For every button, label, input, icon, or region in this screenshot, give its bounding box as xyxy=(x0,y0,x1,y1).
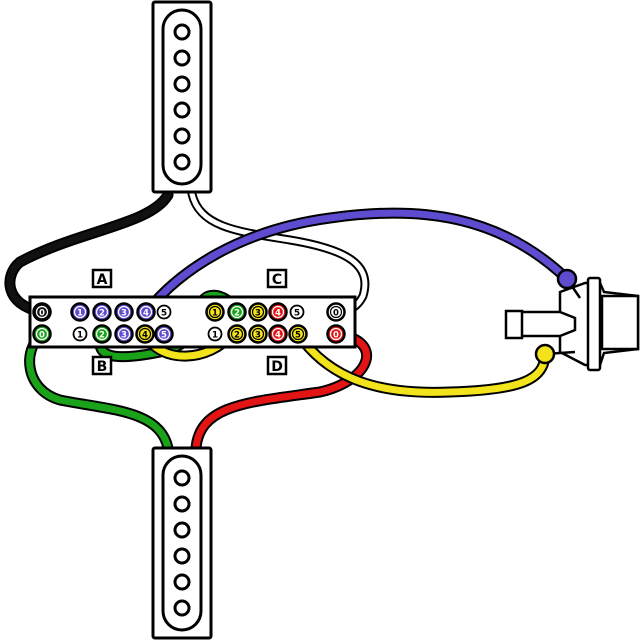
jack-tip-blade xyxy=(518,310,577,338)
lug-c5-number: 5 xyxy=(294,309,300,319)
lug-c1: 1 xyxy=(205,302,225,322)
neck-pickup-pole-2 xyxy=(173,49,191,67)
lug-b2: 2 xyxy=(92,324,112,344)
lug-right-top-number: 0 xyxy=(333,309,339,319)
selector-switch: A B C D 0 0 0 0 1 2 3 4 5 1 2 3 4 5 1 2 3 4 5 1 2 3 4 5 xyxy=(28,268,357,376)
lug-d4-number: 4 xyxy=(275,331,281,341)
bridge-pickup xyxy=(151,446,213,640)
wire-black-neck-ground xyxy=(4,189,174,318)
bridge-pickup-pole-1 xyxy=(173,469,191,487)
jack-tip-contact xyxy=(504,309,524,340)
section-label-b: B xyxy=(91,355,113,376)
lug-d4: 4 xyxy=(268,324,288,344)
lug-d5-number: 5 xyxy=(295,331,301,341)
lug-b3: 3 xyxy=(114,324,134,344)
lug-a1-number: 1 xyxy=(77,309,83,319)
lug-b2-number: 2 xyxy=(99,331,105,341)
lug-a2: 2 xyxy=(92,302,112,322)
neck-pickup-pole-5 xyxy=(173,127,191,145)
lug-b4: 4 xyxy=(135,324,155,344)
jack-tip-solder xyxy=(556,268,578,290)
lug-b4-number: 4 xyxy=(142,331,148,341)
section-label-d: D xyxy=(266,355,288,376)
neck-pickup-pole-3 xyxy=(173,75,191,93)
lug-a4: 4 xyxy=(136,302,156,322)
wire-red-bridge xyxy=(190,328,372,454)
lug-a3: 3 xyxy=(114,302,134,322)
neck-pickup-bobbin xyxy=(161,8,203,186)
lug-left-bottom-number: 0 xyxy=(39,331,45,341)
lug-right-bottom: 0 xyxy=(326,324,346,344)
lug-c4: 4 xyxy=(268,302,288,322)
neck-pickup xyxy=(151,0,213,194)
jack-sleeve-solder xyxy=(534,343,556,365)
lug-d5: 5 xyxy=(288,324,308,344)
lug-a2-number: 2 xyxy=(99,309,105,319)
bridge-pickup-pole-3 xyxy=(173,521,191,539)
bridge-pickup-pole-6 xyxy=(173,599,191,617)
lug-a1: 1 xyxy=(70,302,90,322)
lug-b1: 1 xyxy=(72,326,88,342)
output-jack xyxy=(504,268,640,372)
lug-b5: 5 xyxy=(154,324,174,344)
lug-right-top: 0 xyxy=(326,302,346,322)
lug-left-top: 0 xyxy=(32,302,52,322)
neck-pickup-poles xyxy=(173,23,191,171)
lug-a5-number: 5 xyxy=(161,309,167,319)
section-label-a-text: A xyxy=(97,272,108,288)
neck-pickup-pole-6 xyxy=(173,153,191,171)
switch-lugs: 0 0 0 0 1 2 3 4 5 1 2 3 4 5 1 2 3 4 5 1 2 3 4 5 xyxy=(32,302,346,344)
section-label-c-text: C xyxy=(272,272,282,288)
lug-left-top-number: 0 xyxy=(39,309,45,319)
lug-d1-number: 1 xyxy=(212,331,218,341)
lug-right-bottom-number: 0 xyxy=(333,331,339,341)
lug-c3: 3 xyxy=(248,302,268,322)
bridge-pickup-pole-4 xyxy=(173,547,191,565)
lug-a5: 5 xyxy=(156,304,172,320)
lug-b5-number: 5 xyxy=(161,331,167,341)
bridge-pickup-pole-2 xyxy=(173,495,191,513)
bridge-pickup-pole-5 xyxy=(173,573,191,591)
jack-nut xyxy=(586,276,602,372)
neck-pickup-pole-4 xyxy=(173,101,191,119)
lug-b1-number: 1 xyxy=(77,331,83,341)
lug-c2-number: 2 xyxy=(234,309,240,319)
section-label-c: C xyxy=(266,268,288,289)
lug-a3-number: 3 xyxy=(121,309,127,319)
lug-a4-number: 4 xyxy=(143,309,149,319)
lug-c3-number: 3 xyxy=(255,309,261,319)
section-label-b-text: B xyxy=(97,359,108,375)
lug-d2: 2 xyxy=(227,324,247,344)
lug-c4-number: 4 xyxy=(275,309,281,319)
lug-d2-number: 2 xyxy=(234,331,240,341)
lug-d3: 3 xyxy=(248,324,268,344)
section-label-a: A xyxy=(91,268,113,289)
lug-c2: 2 xyxy=(227,302,247,322)
neck-pickup-pole-1 xyxy=(173,23,191,41)
bridge-pickup-bobbin xyxy=(161,454,203,632)
lug-d1: 1 xyxy=(207,326,223,342)
lug-left-bottom: 0 xyxy=(32,324,52,344)
section-label-d-text: D xyxy=(271,359,283,375)
wire-green-bridge xyxy=(24,328,174,454)
bridge-pickup-poles xyxy=(173,469,191,617)
jack-barrel xyxy=(600,294,640,351)
lug-b3-number: 3 xyxy=(121,331,127,341)
lug-d3-number: 3 xyxy=(255,331,261,341)
lug-c1-number: 1 xyxy=(212,309,218,319)
lug-c5: 5 xyxy=(289,304,305,320)
